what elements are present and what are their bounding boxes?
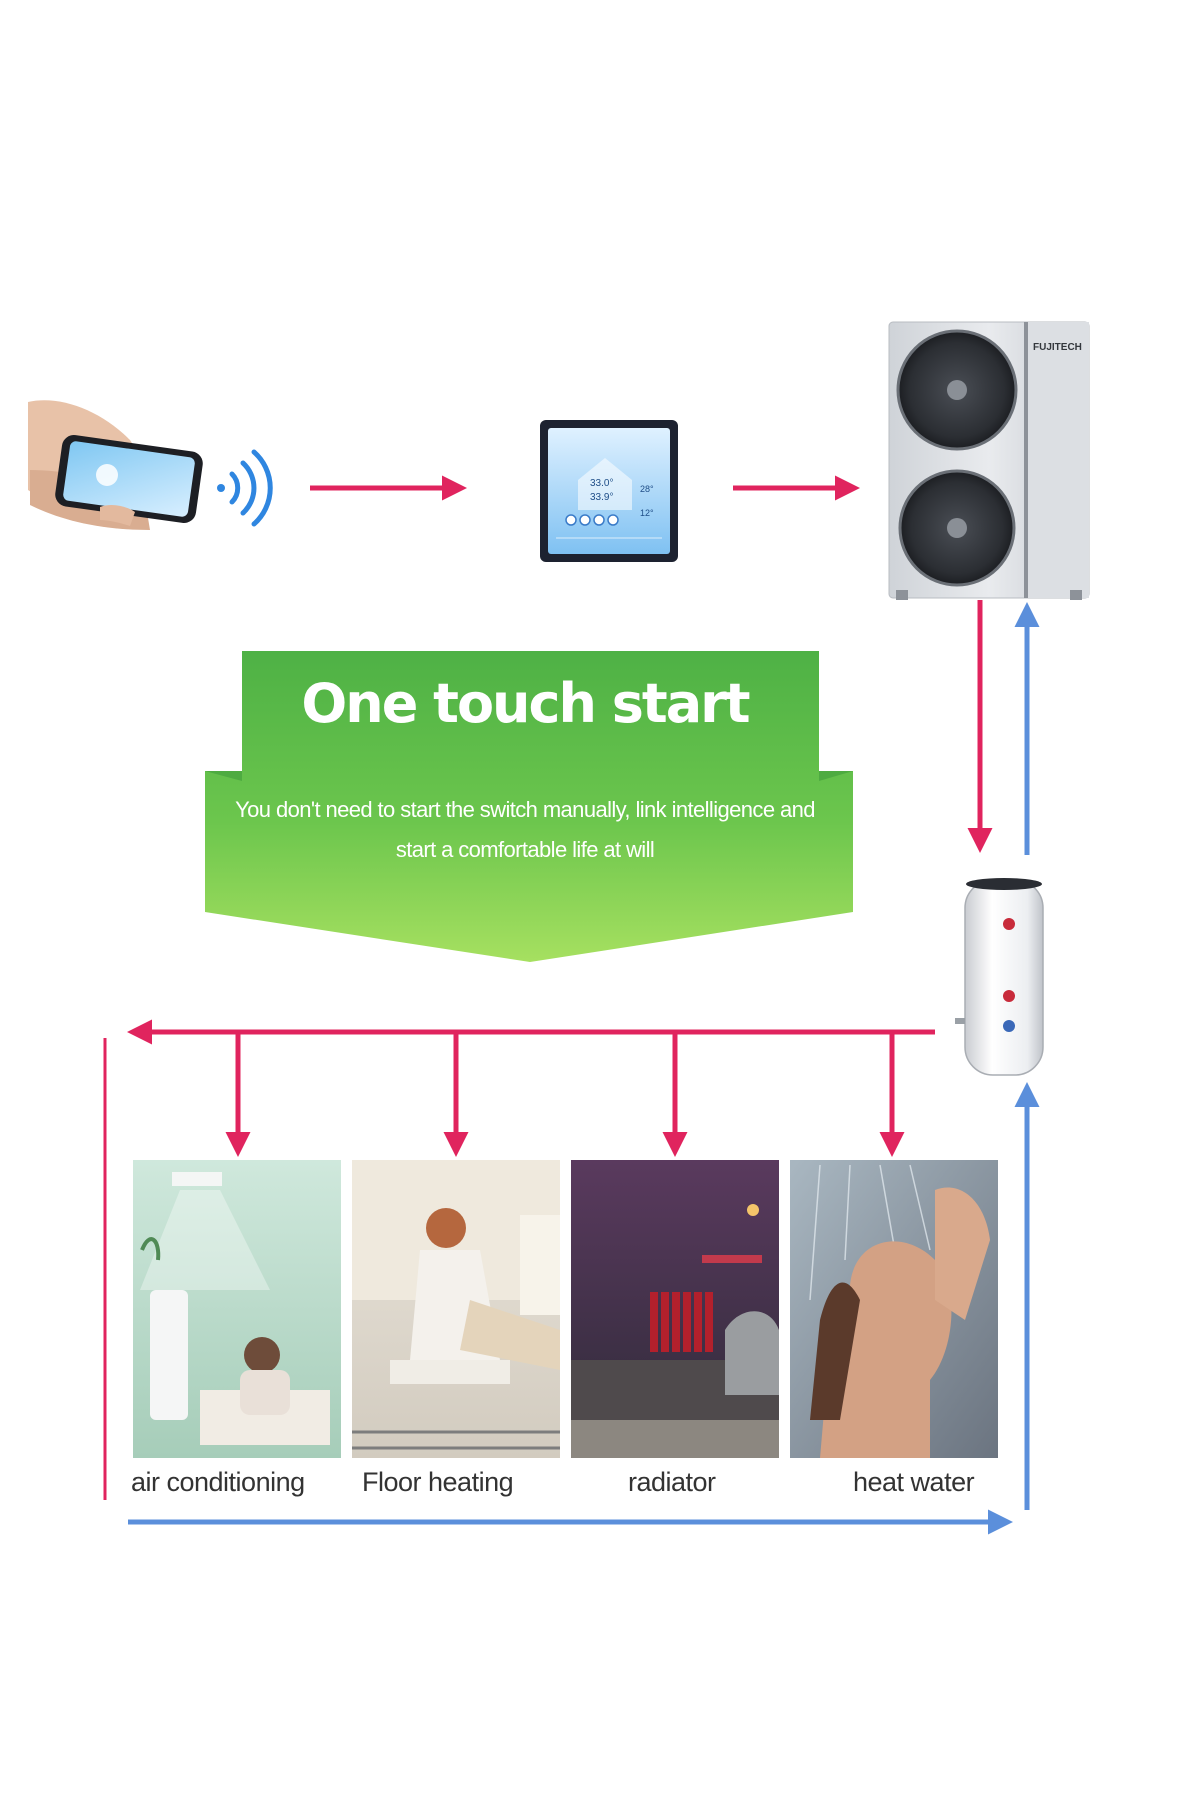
thermostat-reading-4: 12° xyxy=(640,508,654,518)
brand-label: FUJITECH xyxy=(1033,342,1082,353)
smartphone-icon xyxy=(28,400,203,530)
label-radiator: radiator xyxy=(628,1467,716,1497)
banner-subtitle-line-1: You don't need to start the switch manua… xyxy=(235,797,815,822)
thermostat-reading-1: 33.0° xyxy=(590,478,613,489)
banner-subtitle: You don't need to start the switch manua… xyxy=(205,790,845,870)
shower-photo xyxy=(790,1160,998,1458)
label-air-conditioning: air conditioning xyxy=(131,1467,305,1497)
label-floor-heating: Floor heating xyxy=(362,1467,514,1497)
thermostat-reading-2: 33.9° xyxy=(590,492,613,503)
thermostat-reading-3: 28° xyxy=(640,484,654,494)
floor-heating-photo xyxy=(352,1160,560,1458)
water-tank xyxy=(955,878,1044,1076)
thermostat-controller: 33.0° 33.9° 28° 12° xyxy=(540,420,678,562)
label-heat-water: heat water xyxy=(853,1467,975,1497)
one-touch-banner xyxy=(205,651,853,962)
air-conditioning-photo xyxy=(133,1160,341,1458)
radiator-photo xyxy=(571,1160,779,1458)
banner-subtitle-line-2: start a comfortable life at will xyxy=(395,837,655,862)
wifi-signal-icon xyxy=(217,449,273,527)
heat-pump-unit: FUJITECH xyxy=(888,321,1090,600)
banner-title: One touch start xyxy=(301,672,750,735)
